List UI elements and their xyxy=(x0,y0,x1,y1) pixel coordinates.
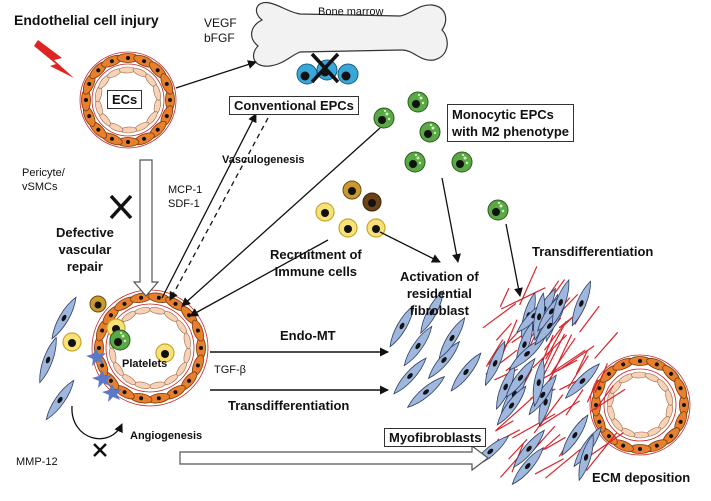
arrows xyxy=(71,60,523,440)
pericyte-line-2: vSMCs xyxy=(22,181,58,193)
fibrotic-cell xyxy=(567,279,596,328)
collagen-fiber xyxy=(534,458,564,475)
pericyte-cell xyxy=(182,331,193,350)
vegf-label: VEGF xyxy=(204,16,237,30)
vessel-immune-cells xyxy=(62,295,175,363)
collagen-fiber xyxy=(594,385,614,411)
recruitment-line-2: Immune cells xyxy=(274,264,358,279)
collagen-fiber xyxy=(501,319,518,355)
collagen-fiber xyxy=(487,339,504,365)
defective-line-3: repair xyxy=(66,259,103,274)
pericyte-cell xyxy=(605,403,617,422)
endothelial-cell xyxy=(189,318,207,343)
endo-mt-label: Endo-MT xyxy=(280,328,336,343)
collagen-fiber xyxy=(494,420,514,432)
myofibroblast-cell xyxy=(400,323,436,369)
activation-label: Activation of residential fibroblast xyxy=(400,268,479,319)
monocytic-line-2: with M2 phenotype xyxy=(452,124,569,139)
injury-label: Endothelial cell injury xyxy=(14,12,159,28)
collagen-fiber xyxy=(495,397,533,431)
ecs-label: ECs xyxy=(107,90,143,109)
progression-arrow xyxy=(179,444,489,472)
mmp12-block-icon xyxy=(93,443,107,457)
collagen-fiber xyxy=(565,389,584,416)
fibrotic-cluster xyxy=(468,277,606,488)
collagen-fiber xyxy=(594,363,608,393)
activation-line-1: Activation of xyxy=(400,269,479,284)
collagen-fiber xyxy=(549,334,573,380)
pericyte-cell xyxy=(182,346,193,365)
collagen-fiber xyxy=(499,287,510,307)
collagen-fiber xyxy=(545,449,581,479)
pericyte-cell xyxy=(133,380,152,391)
defective-line-1: Defective xyxy=(56,225,114,240)
platelets-label: Platelets xyxy=(122,358,168,370)
pericyte-label: Pericyte/ vSMCs xyxy=(22,166,65,194)
pericyte-cell xyxy=(148,380,167,391)
collagen-fiber xyxy=(539,400,580,428)
sdf1-label: SDF-1 xyxy=(168,198,200,210)
inhibition-x-icon xyxy=(310,52,340,84)
collagen-fiber xyxy=(575,350,589,375)
transdiff-right-label: Transdifferentiation xyxy=(532,244,654,259)
vasculogenesis-block-icon xyxy=(109,194,133,220)
myofibroblast-cell xyxy=(447,349,485,395)
lightning-icon xyxy=(34,40,74,78)
conventional-epcs-label: Conventional EPCs xyxy=(229,96,359,115)
endothelial-cell xyxy=(157,71,176,97)
collagen-fiber xyxy=(585,432,618,472)
vessel-ecm xyxy=(589,354,691,456)
recruitment-label: Recruitment of Immune cells xyxy=(270,246,362,280)
angiogenesis-label: Angiogenesis xyxy=(130,430,203,442)
collagen-fiber xyxy=(545,321,567,360)
collagen-fiber xyxy=(567,355,589,389)
defective-repair-label: Defective vascular repair xyxy=(56,224,114,275)
recruitment-line-1: Recruitment of xyxy=(270,247,362,262)
pericyte-cell xyxy=(663,388,675,407)
collagen-fiber xyxy=(579,305,600,333)
collagen-fiber xyxy=(512,413,556,439)
collagen-fiber xyxy=(539,359,578,381)
activation-line-2: residential xyxy=(406,286,472,301)
pericyte-cell xyxy=(133,305,152,316)
mmp12-label: MMP-12 xyxy=(16,456,58,468)
collagen-fiber xyxy=(544,436,566,451)
resident-fibroblasts xyxy=(35,294,81,423)
collagen-fiber xyxy=(508,438,528,460)
collagen-fiber xyxy=(499,456,519,478)
immune-cells xyxy=(315,180,386,238)
collagen-fiber xyxy=(552,349,586,373)
pericyte-cell xyxy=(93,98,105,117)
pericyte-cell xyxy=(148,305,167,316)
collagen-fiber xyxy=(533,394,564,434)
vessel-defective xyxy=(91,289,209,407)
defective-repair-arrow xyxy=(132,159,160,297)
collagen-fiber xyxy=(543,328,562,351)
defective-line-2: vascular xyxy=(58,242,112,257)
collagen-fiber xyxy=(519,266,538,306)
pericyte-line-1: Pericyte/ xyxy=(22,167,65,179)
bone-marrow-label: Bone marrow xyxy=(318,6,384,18)
platelets-cluster xyxy=(86,348,122,402)
pericyte-cell xyxy=(151,83,163,102)
collagen-fiber xyxy=(586,379,599,403)
tgfb-label: TGF-β xyxy=(214,364,246,376)
bfgf-label: bFGF xyxy=(204,31,235,45)
collagen-fiber xyxy=(550,337,576,375)
vessel-ecs xyxy=(79,51,177,149)
monocytic-line-1: Monocytic EPCs xyxy=(452,107,554,122)
collagen-fiber xyxy=(495,322,512,341)
vasculogenesis-label: Vasculogenesis xyxy=(222,154,305,166)
collagen-fibers xyxy=(482,266,626,479)
myofibroblasts-label: Myofibroblasts xyxy=(384,428,487,447)
transdiff-bottom-label: Transdifferentiation xyxy=(228,398,350,413)
collagen-fiber xyxy=(542,333,566,377)
mcp1-label: MCP-1 xyxy=(168,184,203,196)
collagen-fiber xyxy=(482,303,517,329)
collagen-fiber xyxy=(594,331,619,359)
monocytic-epcs-label: Monocytic EPCs with M2 phenotype xyxy=(447,104,574,142)
ecm-deposition-label: ECM deposition xyxy=(592,470,691,485)
activation-line-3: fibroblast xyxy=(409,303,469,318)
